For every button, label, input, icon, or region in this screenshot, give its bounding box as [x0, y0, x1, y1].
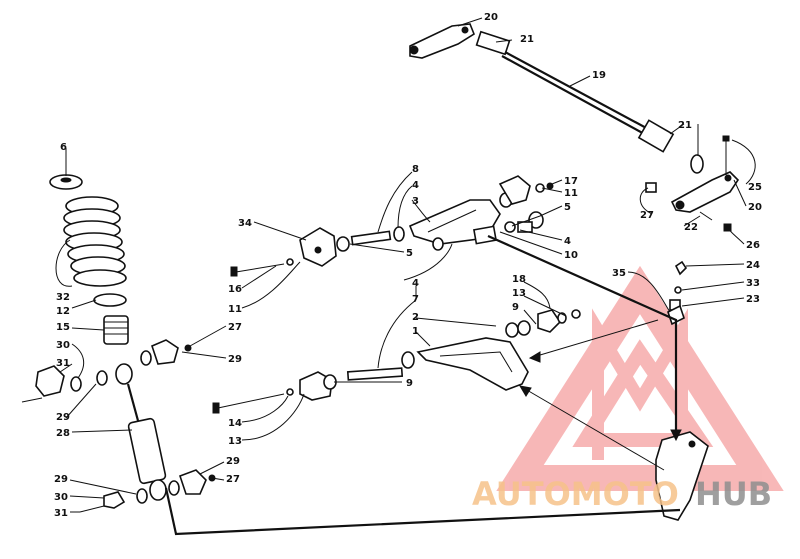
leader-lines	[55, 17, 756, 513]
callout-5-mid: 5	[406, 248, 413, 259]
shock-absorber-assembly	[21, 174, 216, 513]
watermark-logo	[496, 265, 784, 491]
tie-rod-assembly	[409, 23, 740, 232]
callout-34: 34	[238, 218, 252, 229]
callout-9-right: 9	[512, 302, 519, 313]
callout-27-bottom: 27	[226, 474, 240, 485]
callout-22: 22	[684, 222, 698, 233]
callout-25: 25	[748, 182, 762, 193]
callout-30-top: 30	[56, 340, 70, 351]
callout-9-lower: 9	[406, 378, 413, 389]
watermark-text: AUTOMOTO HUB	[472, 475, 772, 513]
callout-4-lower: 4	[412, 278, 419, 289]
callout-labels: 20 21 19 21 25 20 27 22 26 24 33 23 35 6…	[54, 12, 762, 519]
callout-26: 26	[746, 240, 760, 251]
callout-2: 2	[412, 312, 419, 323]
callout-11-top: 11	[564, 188, 578, 199]
callout-4-mid: 4	[564, 236, 571, 247]
callout-29-mid-right: 29	[228, 354, 242, 365]
callout-20: 20	[484, 12, 498, 23]
callout-1: 1	[412, 326, 419, 337]
callout-13-lower: 13	[228, 436, 242, 447]
callout-14: 14	[228, 418, 242, 429]
callout-31-top: 31	[56, 358, 70, 369]
callout-16: 16	[228, 284, 242, 295]
callout-30-bottom: 30	[54, 492, 68, 503]
callout-23: 23	[746, 294, 760, 305]
watermark-hub: HUB	[695, 475, 772, 513]
upper-a-arm-assembly	[230, 175, 554, 277]
callout-19: 19	[592, 70, 606, 81]
lower-a-arm-assembly	[212, 309, 581, 414]
steering-spindle	[655, 260, 709, 521]
callout-5-top: 5	[564, 202, 571, 213]
callout-4-top: 4	[412, 180, 419, 191]
callout-27-top: 27	[640, 210, 654, 221]
callout-29-bottom-left: 29	[54, 474, 68, 485]
callout-11-mid: 11	[228, 304, 242, 315]
callout-31-bottom: 31	[54, 508, 68, 519]
callout-15: 15	[56, 322, 70, 333]
assembly-guide-lines	[164, 234, 682, 536]
callout-29-left: 29	[56, 412, 70, 423]
callout-32: 32	[56, 292, 70, 303]
callout-24: 24	[746, 260, 760, 271]
callout-3: 3	[412, 196, 419, 207]
callout-21: 21	[520, 34, 534, 45]
callout-17: 17	[564, 176, 578, 187]
callout-7: 7	[412, 294, 419, 305]
callout-20-lower: 20	[748, 202, 762, 213]
callout-8: 8	[412, 164, 419, 175]
callout-12: 12	[56, 306, 70, 317]
callout-6: 6	[60, 142, 67, 153]
callout-28: 28	[56, 428, 70, 439]
callout-27-mid: 27	[228, 322, 242, 333]
callout-29-bottom-right: 29	[226, 456, 240, 467]
callout-21-lower: 21	[678, 120, 692, 131]
callout-10: 10	[564, 250, 578, 261]
callout-18: 18	[512, 274, 526, 285]
callout-35: 35	[612, 268, 626, 279]
coil-spring	[63, 196, 127, 287]
callout-33: 33	[746, 278, 760, 289]
callout-13-right: 13	[512, 288, 526, 299]
watermark-automoto: AUTOMOTO	[472, 475, 679, 513]
